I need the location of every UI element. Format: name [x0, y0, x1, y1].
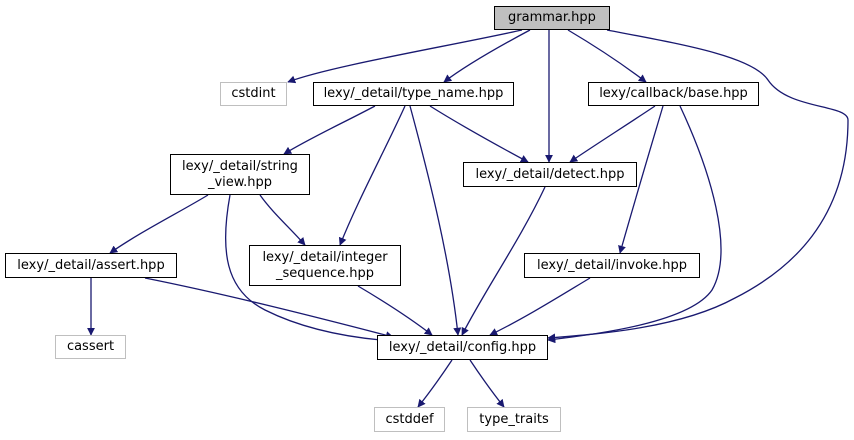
edge-type_name-to-config: [409, 105, 462, 336]
node-label: type_traits: [479, 411, 549, 427]
edge-integer_sequence-to-config: [357, 285, 433, 336]
node-label-line2: _sequence.hpp: [275, 265, 375, 281]
node-invoke-hpp[interactable]: lexy/_detail/invoke.hpp: [524, 253, 700, 278]
node-label-line1: lexy/_detail/integer: [262, 249, 388, 265]
edge-invoke-to-config: [489, 277, 591, 336]
edge-callback_base-to-config: [547, 105, 722, 344]
node-type-name-hpp[interactable]: lexy/_detail/type_name.hpp: [313, 82, 514, 106]
edge-grammar-to-cstdint: [287, 29, 523, 84]
edge-callback_base-to-invoke: [618, 105, 664, 254]
edge-grammar-to-config: [547, 29, 849, 342]
edge-config-to-type_traits: [469, 359, 505, 408]
node-label: cstdint: [231, 86, 276, 101]
node-label: lexy/_detail/assert.hpp: [17, 257, 165, 273]
node-label: cstddef: [385, 411, 434, 427]
node-config-hpp[interactable]: lexy/_detail/config.hpp: [377, 335, 548, 360]
node-label: lexy/callback/base.hpp: [599, 86, 748, 101]
node-detect-hpp[interactable]: lexy/_detail/detect.hpp: [463, 162, 637, 187]
edge-type_name-to-detect: [429, 105, 529, 163]
node-assert-hpp[interactable]: lexy/_detail/assert.hpp: [5, 253, 177, 278]
edge-string_view-to-config: [224, 194, 394, 345]
node-string-view-hpp[interactable]: lexy/_detail/string _view.hpp: [170, 154, 310, 195]
node-label: cassert: [66, 339, 115, 354]
node-label-line2: _view.hpp: [207, 174, 273, 190]
node-cstdint[interactable]: cstdint: [220, 82, 287, 106]
edge-type_name-to-string_view: [283, 105, 376, 155]
node-type-traits[interactable]: type_traits: [467, 407, 561, 432]
edge-detect-to-config: [461, 186, 546, 336]
edge-type_name-to-integer_sequence: [338, 105, 406, 246]
node-cstddef[interactable]: cstddef: [374, 407, 445, 432]
node-label: lexy/_detail/invoke.hpp: [536, 257, 687, 273]
edge-string_view-to-assert: [109, 194, 209, 254]
edge-config-to-cstddef: [417, 359, 453, 408]
node-grammar-hpp[interactable]: grammar.hpp: [494, 6, 610, 30]
node-cassert[interactable]: cassert: [55, 335, 126, 359]
edge-grammar-to-callback_base: [567, 29, 647, 83]
edge-grammar-to-type_name: [443, 29, 531, 83]
node-integer-sequence-hpp[interactable]: lexy/_detail/integer _sequence.hpp: [249, 245, 401, 286]
node-label: lexy/_detail/detect.hpp: [475, 166, 625, 182]
node-label: lexy/_detail/type_name.hpp: [323, 86, 504, 101]
node-label: lexy/_detail/config.hpp: [388, 339, 537, 355]
edge-assert-to-config: [144, 277, 394, 340]
node-label: grammar.hpp: [508, 10, 596, 25]
edge-callback_base-to-detect: [569, 105, 656, 163]
node-label-line1: lexy/_detail/string: [182, 158, 298, 174]
edge-string_view-to-integer_sequence: [259, 194, 306, 246]
node-callback-base-hpp[interactable]: lexy/callback/base.hpp: [588, 82, 759, 106]
